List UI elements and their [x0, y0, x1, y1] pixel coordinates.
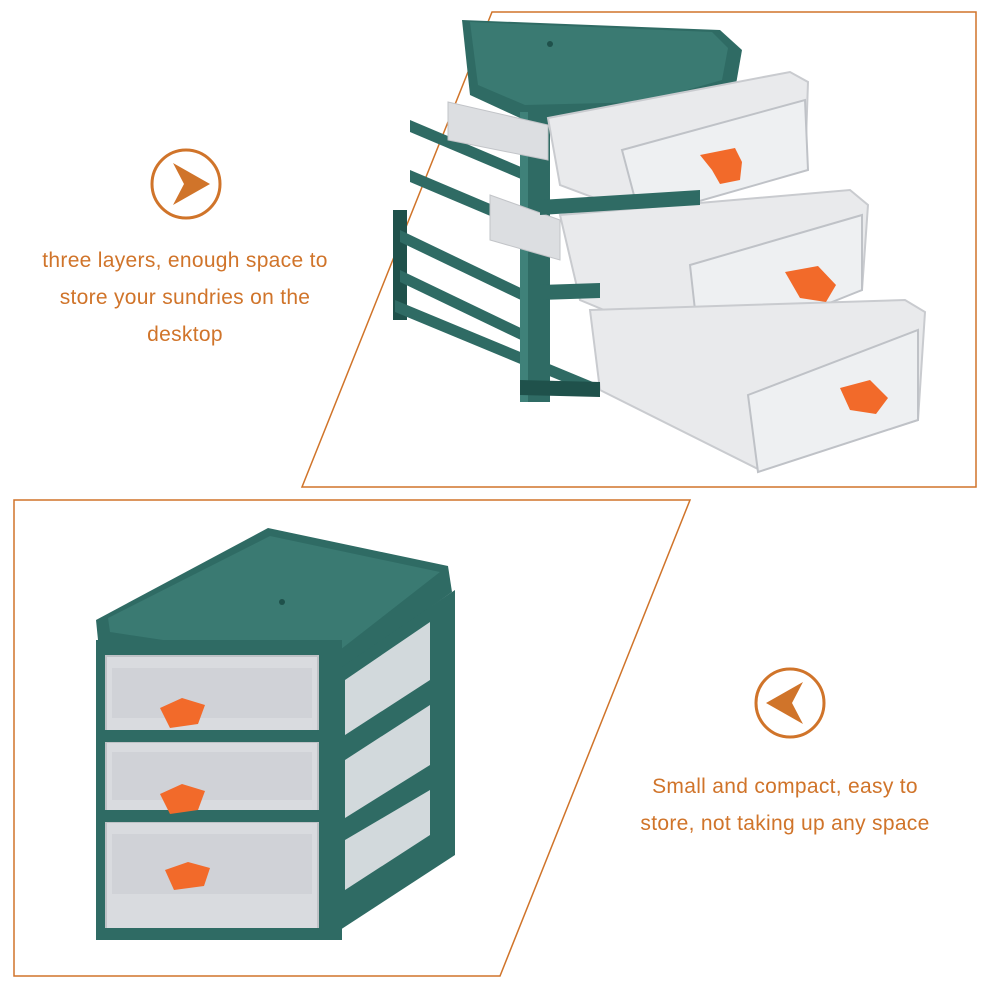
bottom-caption: Small and compact, easy to store, not ta…	[600, 768, 970, 842]
top-caption-line: desktop	[147, 323, 223, 346]
bottom-caption-line: store, not taking up any space	[640, 812, 930, 835]
bottom-caption-line: Small and compact, easy to	[652, 775, 918, 798]
top-panel-frame	[300, 11, 977, 488]
bottom-panel-frame	[13, 499, 692, 977]
chevron-right-icon	[150, 148, 222, 220]
bottom-product-photo	[96, 528, 455, 940]
drawer-handle-icon	[160, 698, 210, 890]
top-caption-line: store your sundries on the	[59, 286, 311, 309]
chevron-left-icon	[754, 667, 826, 739]
drawer-handle-icon	[700, 148, 888, 414]
top-product-photo	[393, 20, 927, 474]
top-caption-line: three layers, enough space to	[42, 249, 328, 272]
top-caption: three layers, enough space to store your…	[10, 242, 360, 353]
